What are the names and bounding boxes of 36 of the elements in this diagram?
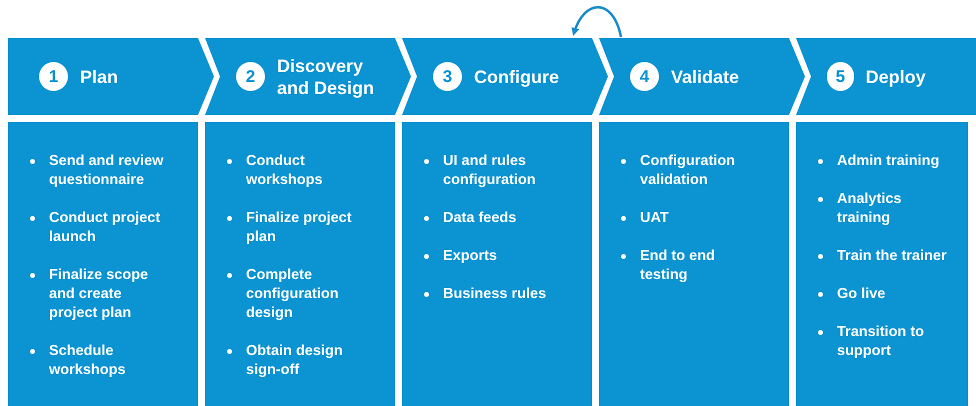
bullet-item: Train the trainer <box>837 247 948 266</box>
phase-panel <box>8 122 198 406</box>
phase-panel <box>599 122 789 406</box>
phase-header <box>205 38 411 115</box>
bullet-item: Obtain design sign-off <box>246 342 344 380</box>
phase-panel <box>205 122 395 406</box>
cycle-arrow <box>572 6 622 38</box>
bullet-item: Transition to support <box>837 323 925 361</box>
phase-title: Deploy <box>866 66 927 88</box>
bullet-item: Data feeds <box>443 209 518 228</box>
bullet-item: Complete configuration design <box>246 266 340 323</box>
bullet-item: Configuration validation <box>640 152 736 190</box>
bullet-item: UI and rules configuration <box>443 152 537 190</box>
bullet-item: Admin training <box>837 152 940 171</box>
bullet-item: Go live <box>837 285 886 304</box>
bullet-item: Conduct workshops <box>246 152 324 190</box>
phase-title: Configure <box>474 66 560 88</box>
phase-panel <box>796 122 968 406</box>
phase-title: Discovery and Design <box>277 54 376 98</box>
bullet-item: Business rules <box>443 285 548 304</box>
phase-header <box>599 38 805 115</box>
bullet-item: Finalize project plan <box>246 209 353 247</box>
phase-header <box>402 38 608 115</box>
bullet-item: Finalize scope and create project plan <box>49 266 150 323</box>
bullet-item: Exports <box>443 247 498 266</box>
phase-panel <box>402 122 592 406</box>
bullet-item: End to end testing <box>640 247 716 285</box>
phase-header <box>796 38 976 115</box>
bullet-item: UAT <box>640 209 670 228</box>
bullet-item: Schedule workshops <box>49 342 127 380</box>
bullet-item: Conduct project launch <box>49 209 162 247</box>
phase-header <box>8 38 214 115</box>
phase-title: Validate <box>671 66 740 88</box>
bullet-item: Analytics training <box>837 190 902 228</box>
bullet-item: Send and review questionnaire <box>49 152 164 190</box>
phase-title: Plan <box>80 66 120 88</box>
